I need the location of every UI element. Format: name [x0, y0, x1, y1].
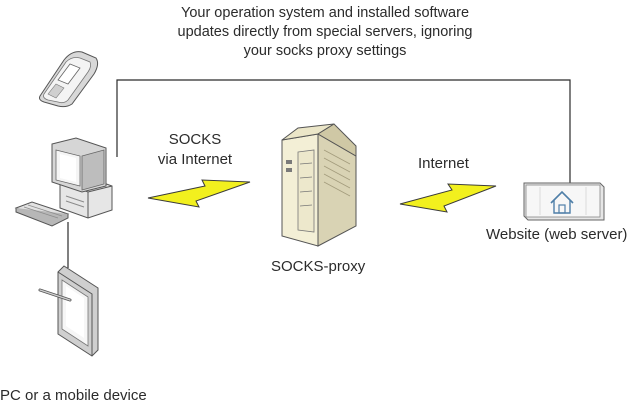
- socks-link-label: SOCKS via Internet: [140, 130, 250, 170]
- internet-link-label: Internet: [418, 155, 469, 172]
- socks-link-label-line-1: SOCKS: [168, 131, 222, 148]
- website-icon: [523, 182, 605, 221]
- lightning-icon-internet: [399, 183, 497, 213]
- client-device-label: PC or a mobile device: [0, 387, 147, 404]
- os-update-note-line-1: Your operation system and installed soft…: [180, 5, 470, 21]
- web-server-label: Website (web server): [486, 226, 628, 243]
- bypass-connection-line: [116, 79, 571, 183]
- os-update-note-line-2: updates directly from special servers, i…: [177, 24, 473, 40]
- lightning-icon-socks: [147, 179, 251, 208]
- phone-icon: [39, 51, 99, 108]
- socks-link-label-line-2: via Internet: [157, 151, 233, 168]
- computer-icon: [14, 137, 113, 227]
- os-update-note: Your operation system and installed soft…: [140, 4, 510, 61]
- socks-proxy-label: SOCKS-proxy: [271, 258, 366, 275]
- os-update-note-line-3: your socks proxy settings: [243, 43, 407, 59]
- server-icon: [281, 123, 357, 247]
- tablet-icon: [38, 265, 99, 357]
